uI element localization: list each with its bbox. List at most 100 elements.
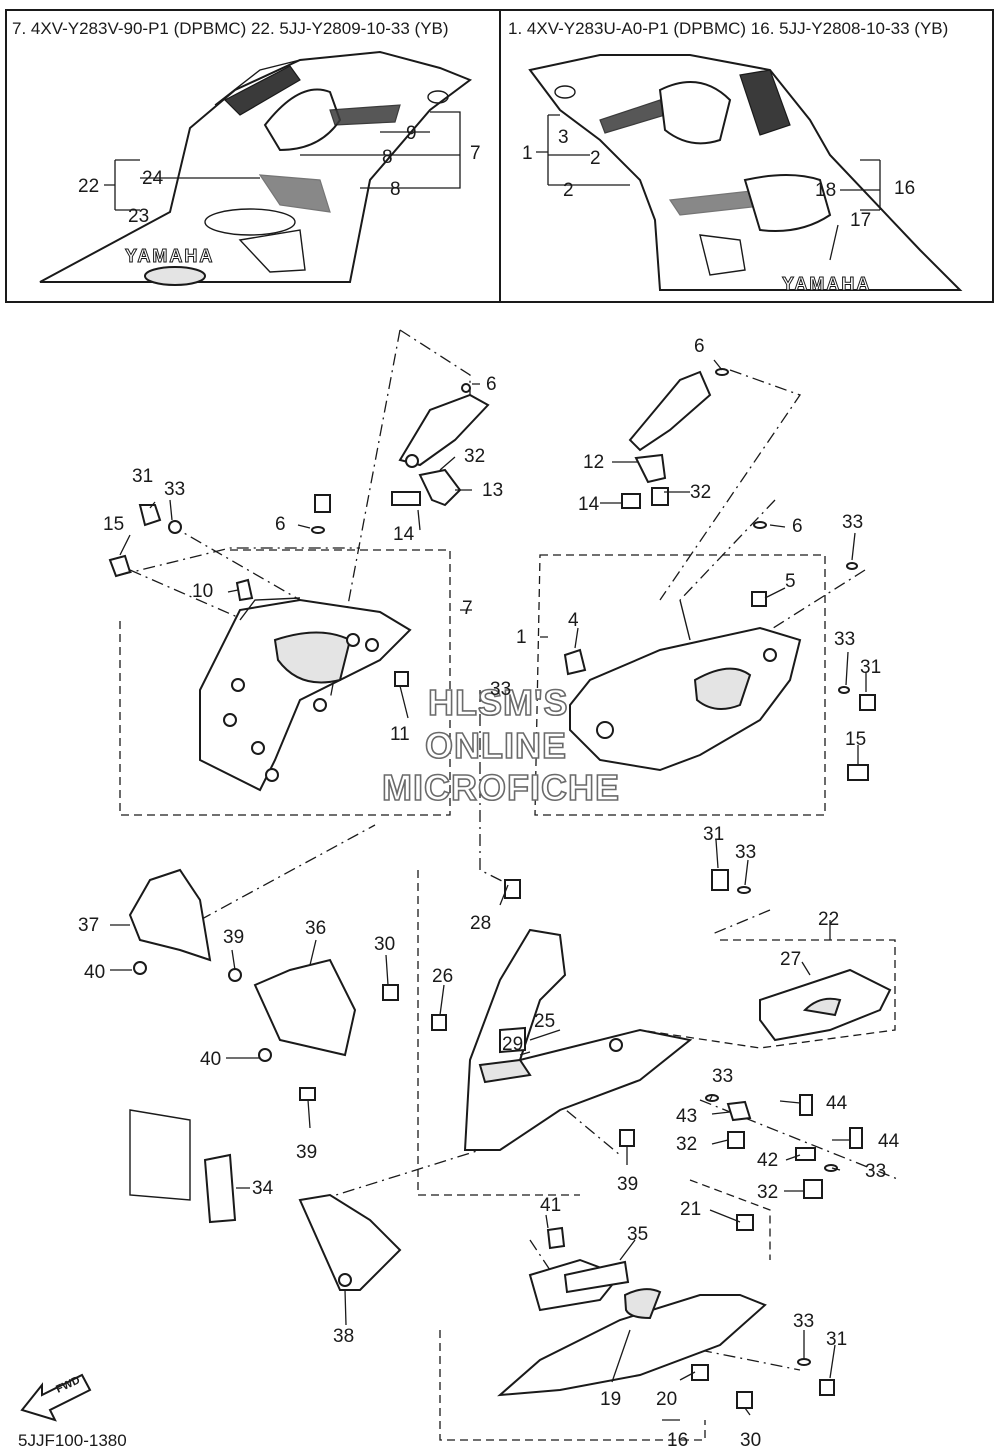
callout-6: 6 (694, 336, 705, 357)
callout-15: 15 (103, 514, 124, 535)
callout-20: 20 (656, 1389, 677, 1410)
callout-30: 30 (374, 934, 395, 955)
callout-16-top: 16 (894, 178, 915, 199)
callout-44: 44 (826, 1093, 848, 1114)
part-34 (129, 1109, 237, 1224)
callout-6: 6 (486, 374, 497, 395)
part-38 (298, 1193, 402, 1291)
callout-labels: 6 32 13 14 31 33 15 6 10 7 11 33 6 12 14… (78, 336, 900, 1451)
callout-42: 42 (757, 1150, 778, 1171)
part-left-inner-bracket (311, 383, 490, 534)
callout-3: 3 (558, 127, 569, 148)
callout-10: 10 (192, 581, 213, 602)
callout-5: 5 (785, 571, 796, 592)
callout-44: 44 (878, 1131, 900, 1152)
left-fasteners (108, 504, 409, 687)
callout-7-top: 7 (470, 143, 481, 164)
callout-35: 35 (627, 1224, 648, 1245)
callout-27: 27 (780, 949, 801, 970)
callout-1-top: 1 (522, 143, 533, 164)
callout-16: 16 (667, 1430, 688, 1451)
callout-33: 33 (490, 679, 511, 700)
yamaha-logo-right: YAMAHA (782, 274, 871, 294)
callout-33: 33 (712, 1066, 733, 1087)
part-left-upper-fairing (199, 597, 412, 792)
callout-2b: 2 (563, 180, 574, 201)
callout-29: 29 (502, 1034, 523, 1055)
callout-33: 33 (735, 842, 756, 863)
callout-21: 21 (680, 1199, 701, 1220)
callout-30: 30 (740, 1430, 761, 1451)
callout-7: 7 (462, 598, 473, 619)
callout-12: 12 (583, 452, 604, 473)
callout-8b: 8 (390, 179, 401, 200)
callout-39: 39 (223, 927, 244, 948)
callout-14: 14 (578, 494, 600, 515)
callout-43: 43 (676, 1106, 697, 1127)
callout-18: 18 (815, 180, 836, 201)
callout-40: 40 (200, 1049, 221, 1070)
callout-14: 14 (393, 524, 415, 545)
callout-38: 38 (333, 1326, 354, 1347)
callout-32: 32 (676, 1134, 697, 1155)
callout-33: 33 (842, 512, 863, 533)
callout-17: 17 (850, 210, 871, 231)
panel-right-title: 1. 4XV-Y283U-A0-P1 (DPBMC) 16. 5JJ-Y2808… (508, 19, 948, 38)
callout-6: 6 (792, 516, 803, 537)
callout-19: 19 (600, 1389, 621, 1410)
callout-22-top: 22 (78, 176, 99, 197)
callout-2a: 2 (590, 148, 601, 169)
callout-33: 33 (793, 1311, 814, 1332)
callout-32: 32 (757, 1182, 778, 1203)
part-right-upper-fairing (563, 591, 802, 772)
part-right-inner-bracket (621, 368, 858, 570)
panel-left-title: 7. 4XV-Y283V-90-P1 (DPBMC) 22. 5JJ-Y2809… (12, 19, 449, 38)
callout-33: 33 (164, 479, 185, 500)
callout-23: 23 (128, 206, 149, 227)
callout-31: 31 (860, 657, 881, 678)
callout-41: 41 (540, 1195, 561, 1216)
callout-33: 33 (834, 629, 855, 650)
guide-lines (119, 329, 901, 1441)
decal-panel-left: 7. 4XV-Y283V-90-P1 (DPBMC) 22. 5JJ-Y2809… (5, 9, 501, 303)
callout-15: 15 (845, 729, 866, 750)
part-inner-panel-37 (128, 868, 242, 982)
callout-34: 34 (252, 1178, 274, 1199)
callout-32: 32 (690, 482, 711, 503)
decal-panel-right: 1. 4XV-Y283U-A0-P1 (DPBMC) 16. 5JJ-Y2808… (499, 9, 994, 303)
callout-1: 1 (516, 627, 527, 648)
callout-31: 31 (703, 824, 724, 845)
part-lower-panel-27 (759, 968, 892, 1042)
callout-leaders (110, 359, 867, 1421)
part-lower-cowl-left (382, 879, 693, 1151)
callout-13: 13 (482, 480, 503, 501)
callout-31: 31 (132, 466, 153, 487)
watermark-line-3: MICROFICHE (382, 767, 620, 808)
callout-8a: 8 (382, 147, 393, 168)
callout-11: 11 (390, 724, 410, 745)
callout-25: 25 (534, 1011, 555, 1032)
callout-22: 22 (818, 909, 839, 930)
part-lower-cowl-right (497, 1214, 835, 1409)
callout-9: 9 (406, 123, 417, 144)
callout-24: 24 (142, 168, 164, 189)
callout-39: 39 (617, 1174, 638, 1195)
callout-28: 28 (470, 913, 491, 934)
fwd-arrow-icon: FWD (20, 1373, 92, 1422)
watermark-line-2: ONLINE (425, 725, 567, 766)
callout-39: 39 (296, 1142, 317, 1163)
diagram-code: 5JJF100-1380 (18, 1431, 127, 1450)
part-inner-panel-36 (253, 958, 357, 1101)
watermark-line-1: HLSM'S (428, 682, 569, 723)
watermark: HLSM'S ONLINE MICROFICHE (381, 681, 620, 809)
bracket-hardware (619, 1094, 863, 1199)
callout-40: 40 (84, 962, 105, 983)
callout-26: 26 (432, 966, 453, 987)
callout-36: 36 (305, 918, 326, 939)
callout-33: 33 (865, 1161, 886, 1182)
callout-37: 37 (78, 915, 99, 936)
callout-31: 31 (826, 1329, 847, 1350)
callout-32: 32 (464, 446, 485, 467)
right-fasteners (711, 686, 876, 894)
